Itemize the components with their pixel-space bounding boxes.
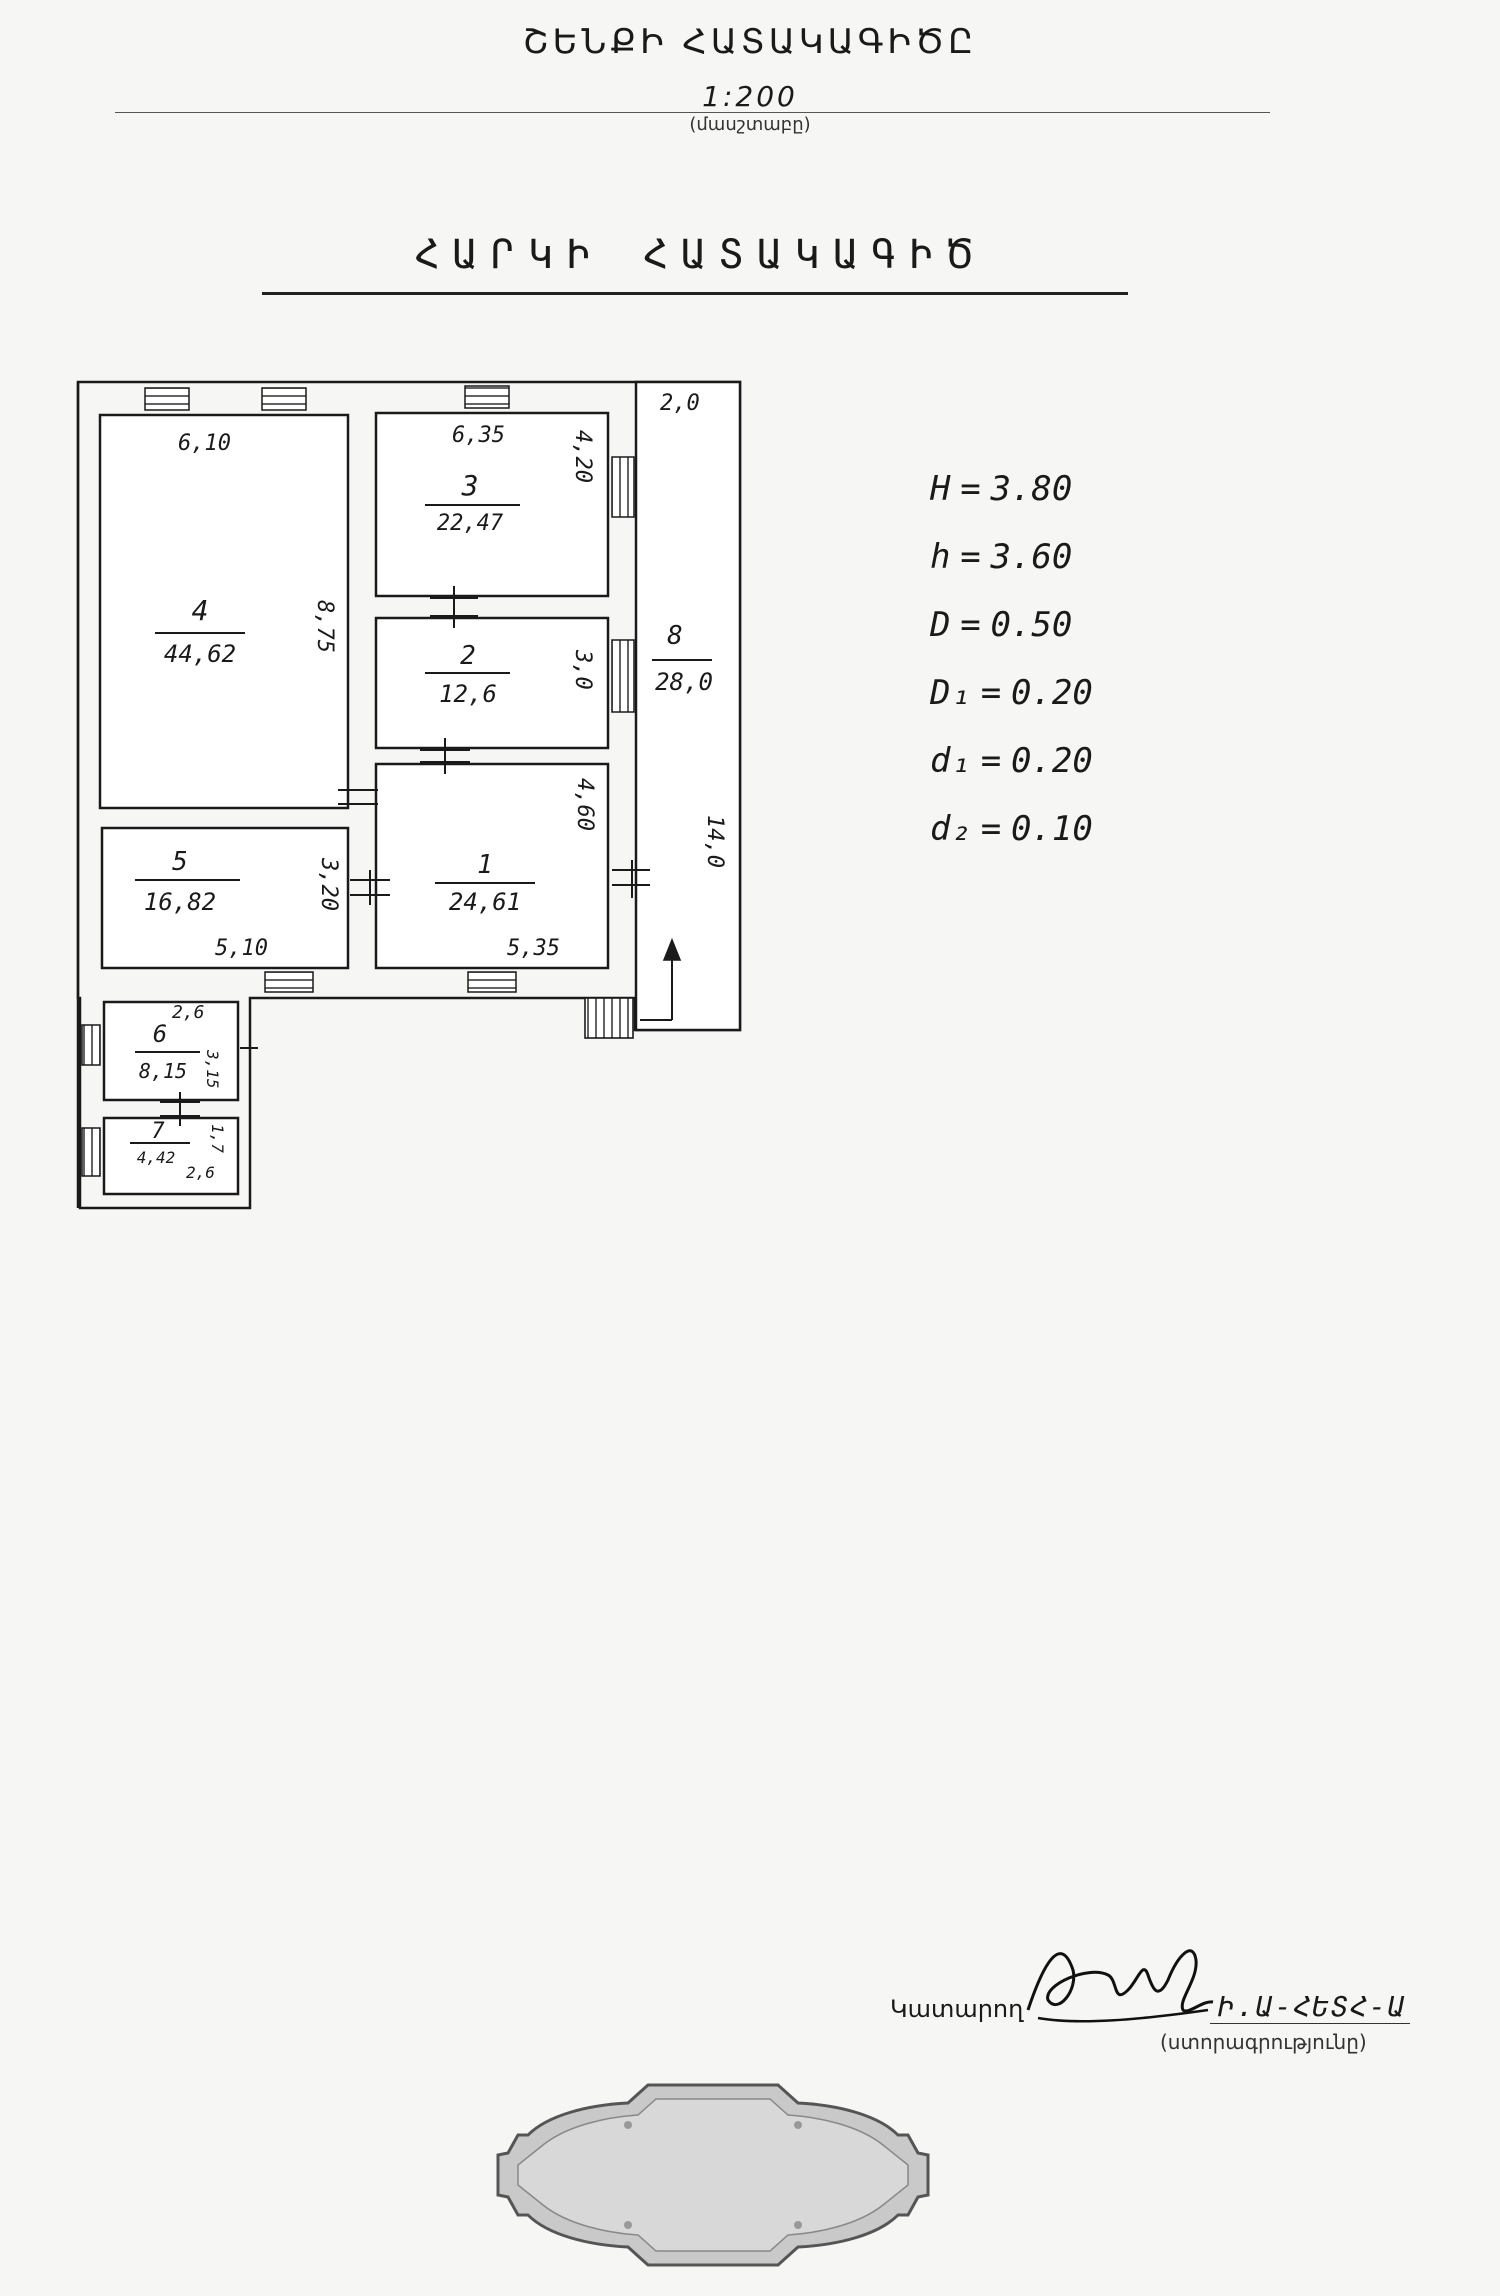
signature-caption: (ստորագրությունը)	[1160, 2030, 1367, 2054]
room-4-outline	[98, 413, 350, 810]
window-left-6	[81, 1024, 101, 1066]
window-top-3	[464, 385, 510, 409]
room-1-outline	[374, 762, 610, 970]
room-3-area: 22,47	[437, 511, 504, 536]
floor-plan-title: ՀԱՐԿԻ ՀԱՏԱԿԱԳԻԾ	[414, 232, 986, 278]
scale-underline	[115, 112, 1270, 113]
dim-5-10: 5,10	[215, 936, 268, 961]
executor-label: Կատարող	[890, 1995, 1024, 2023]
window-bottom-1	[467, 971, 517, 993]
dim-6-35: 6,35	[452, 423, 505, 448]
room-7-number: 7	[151, 1119, 165, 1144]
dim-3-20: 3,20	[316, 857, 341, 911]
room-5-outline	[100, 826, 350, 970]
document-title: ՇԵՆՔԻ ՀԱՏԱԿԱԳԻԾԸ	[522, 22, 978, 62]
param-value: 0.20	[1010, 673, 1093, 713]
room-4-number: 4	[192, 594, 209, 627]
executor-name: Ի.Ա-ՀԵՏՀ-Ա	[1218, 1990, 1407, 2023]
room-7-area: 4,42	[137, 1148, 176, 1167]
room-6-area: 8,15	[139, 1059, 187, 1083]
param-name: d₂	[930, 809, 971, 849]
param-value: 3.60	[990, 537, 1073, 577]
param-name: D	[930, 605, 951, 645]
room-5-area: 16,82	[144, 888, 216, 916]
param-name: h	[930, 537, 951, 577]
entrance-arrow-icon	[662, 937, 682, 961]
floor-plan: 4 44,62 3 22,47 2 12,6 1 24,61 5 16,82 8…	[76, 380, 742, 1210]
window-right-3	[611, 456, 635, 518]
room-2-outline	[374, 616, 610, 750]
floor-title-underline	[262, 292, 1128, 295]
scale-value: 1:200	[702, 80, 798, 113]
param-value: 0.10	[1010, 809, 1093, 849]
window-left-7	[81, 1127, 101, 1177]
room-7-outline	[102, 1116, 240, 1196]
scale-caption: (մասշտաբը)	[689, 114, 811, 135]
room-3-number: 3	[461, 469, 479, 502]
dim-3-0: 3,0	[570, 649, 595, 690]
window-right-2	[611, 639, 635, 713]
param-name: D₁	[930, 673, 971, 713]
window-top-1	[144, 387, 190, 411]
room-5-number: 5	[172, 847, 188, 877]
room-6-number: 6	[153, 1020, 167, 1048]
param-row: d₁=0.20	[930, 741, 1093, 781]
signature-underline	[1210, 2023, 1410, 2024]
dim-8-75: 8,75	[312, 600, 337, 653]
param-row: H=3.80	[930, 469, 1073, 509]
dim-2-6b: 2,6	[186, 1163, 215, 1182]
dim-5-35: 5,35	[507, 936, 560, 961]
signature-icon	[1026, 1949, 1214, 2023]
room-8-area: 28,0	[655, 668, 713, 696]
room-8-number: 8	[667, 621, 683, 651]
dim-14-0: 14,0	[702, 815, 727, 868]
dim-4-20: 4,20	[570, 430, 595, 483]
dim-3-15: 3,15	[203, 1049, 222, 1089]
window-bottom-5	[264, 971, 314, 993]
window-top-2	[261, 387, 307, 411]
room-4-area: 44,62	[164, 640, 236, 668]
param-name: H	[930, 469, 951, 509]
dim-4-60: 4,60	[572, 778, 597, 831]
dim-6-10: 6,10	[178, 431, 231, 456]
param-row: D=0.50	[930, 605, 1073, 645]
door-openings	[160, 586, 650, 1126]
param-value: 3.80	[990, 469, 1073, 509]
entrance-stairs	[584, 937, 682, 1039]
param-value: 0.20	[1010, 741, 1093, 781]
stamp-frame-icon	[496, 2083, 930, 2267]
param-name: d₁	[930, 741, 971, 781]
room-1-number: 1	[477, 850, 493, 880]
dim-1-7: 1,7	[208, 1124, 227, 1153]
param-row: d₂=0.10	[930, 809, 1093, 849]
dim-2-6a: 2,6	[172, 1002, 205, 1023]
parameter-legend: H=3.80 h=3.60 D=0.50 D₁=0.20 d₁=0.20 d₂=…	[930, 455, 1093, 863]
param-row: h=3.60	[930, 537, 1073, 577]
param-row: D₁=0.20	[930, 673, 1093, 713]
room-8-outline	[634, 380, 742, 1032]
room-1-area: 24,61	[449, 888, 521, 916]
param-value: 0.50	[990, 605, 1073, 645]
room-2-area: 12,6	[439, 680, 497, 708]
room-2-number: 2	[460, 641, 476, 671]
dim-2-0: 2,0	[660, 391, 700, 416]
